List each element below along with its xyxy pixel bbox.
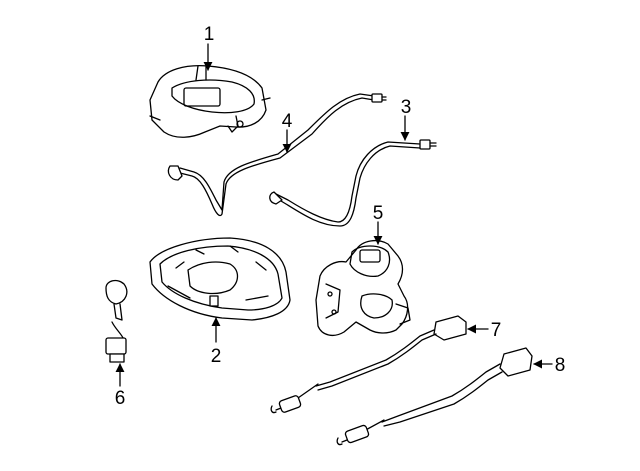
part-6-sensor: [105, 279, 128, 363]
part-1-upper-housing: [149, 64, 271, 138]
part-3-tube: [269, 139, 437, 227]
part-7-oxygen-sensor: [270, 315, 467, 414]
callout-4: 4: [282, 111, 293, 132]
part-5-valve-housing: [315, 239, 411, 337]
callout-8: 8: [555, 355, 566, 376]
callout-3: 3: [401, 97, 412, 118]
part-8-oxygen-sensor: [336, 347, 533, 446]
callout-6: 6: [115, 388, 126, 409]
callout-2: 2: [211, 346, 222, 367]
callout-5: 5: [373, 203, 384, 224]
callout-7: 7: [491, 320, 502, 341]
callout-1: 1: [204, 24, 215, 45]
part-4-tube: [167, 93, 387, 217]
part-2-lower-shield: [149, 237, 291, 321]
